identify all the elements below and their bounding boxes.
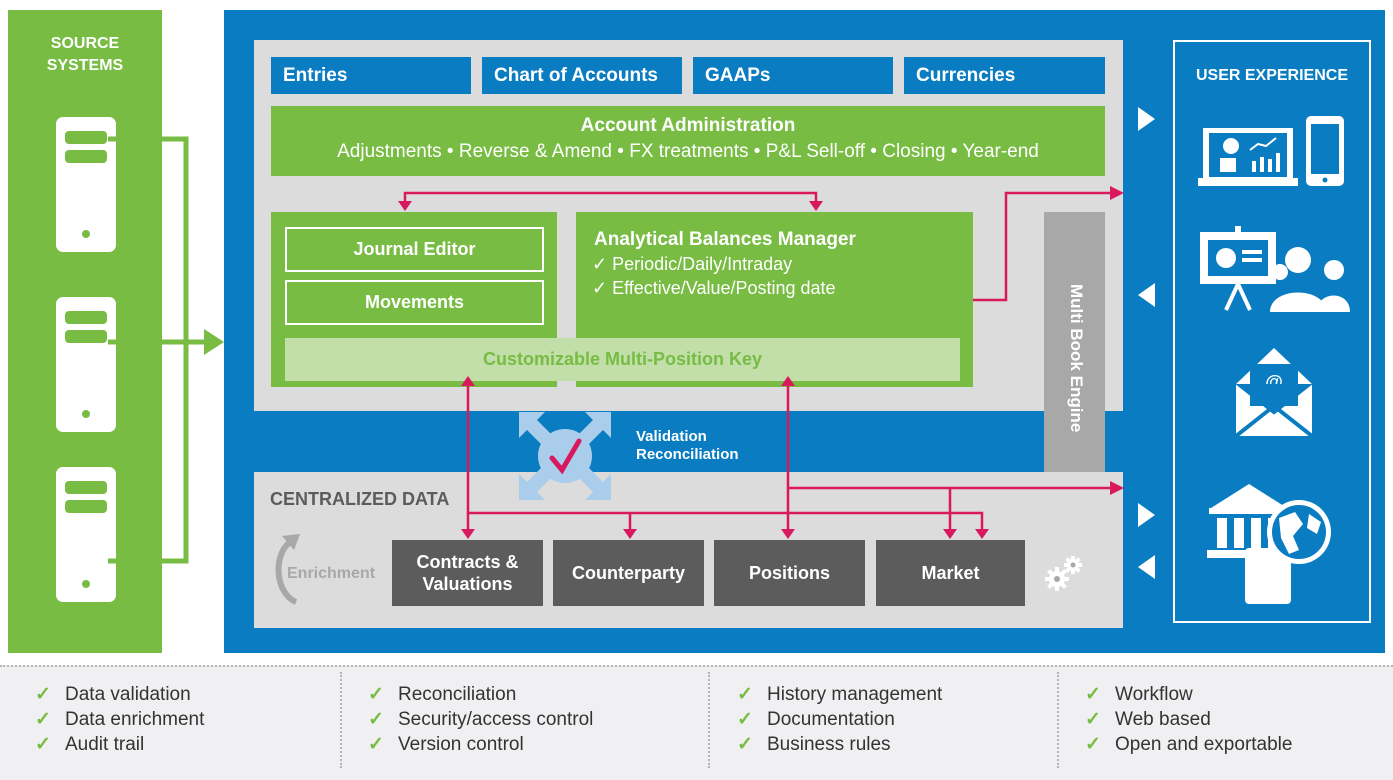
arrow-left-icon <box>1138 555 1155 579</box>
feature-item: ✓Version control <box>368 734 524 755</box>
features-strip <box>0 665 1393 780</box>
counterparty-box: Counterparty <box>553 540 704 606</box>
feature-column-4: ✓Workflow ✓Web based ✓Open and exportabl… <box>1085 682 1292 757</box>
feature-column-3: ✓History management ✓Documentation ✓Busi… <box>737 682 942 757</box>
arrow-right-icon <box>1138 107 1155 131</box>
feature-item: ✓Web based <box>1085 709 1211 730</box>
analytical-balances-title: Analytical Balances Manager <box>594 229 856 250</box>
movements-box: Movements <box>285 280 544 325</box>
positions-box: Positions <box>714 540 865 606</box>
account-administration-box: Account Administration Adjustments • Rev… <box>271 106 1105 176</box>
market-box: Market <box>876 540 1025 606</box>
feature-item: ✓Open and exportable <box>1085 734 1293 755</box>
chart-of-accounts-box: Chart of Accounts <box>482 57 682 94</box>
enrichment-label: Enrichment <box>287 565 376 582</box>
bank-globe-icon <box>1207 484 1331 604</box>
server-icon <box>56 467 116 602</box>
user-experience-title: USER EXPERIENCE <box>1195 67 1349 84</box>
validation-icon <box>519 412 611 500</box>
gears-icon <box>1045 556 1082 591</box>
presentation-icon <box>1200 226 1350 312</box>
feature-divider <box>340 672 342 768</box>
account-administration-subtitle: Adjustments • Reverse & Amend • FX treat… <box>337 141 1039 162</box>
source-systems-panel: SOURCE SYSTEMS <box>8 10 162 653</box>
multi-book-engine-label: Multi Book Engine <box>1067 284 1086 433</box>
analytical-balances-line2: ✓ Effective/Value/Posting date <box>592 278 836 298</box>
source-connector <box>108 136 224 564</box>
server-icon <box>56 117 116 252</box>
feature-item: ✓Documentation <box>737 709 895 730</box>
user-experience-panel: USER EXPERIENCE <box>1173 40 1371 623</box>
feature-column-1: ✓Data validation ✓Data enrichment ✓Audit… <box>35 682 204 757</box>
feature-item: ✓History management <box>737 684 943 705</box>
source-systems-title: SOURCE SYSTEMS <box>46 35 124 74</box>
email-icon: @ <box>1236 348 1312 438</box>
feature-column-2: ✓Reconciliation ✓Security/access control… <box>368 682 593 757</box>
feature-item: ✓Data validation <box>35 684 191 705</box>
journal-editor-box: Journal Editor <box>285 227 544 272</box>
entries-box: Entries <box>271 57 471 94</box>
validation-label: Validation Reconciliation <box>636 428 739 463</box>
account-administration-title: Account Administration <box>580 115 796 136</box>
feature-item: ✓Business rules <box>737 734 891 755</box>
feature-item: ✓Security/access control <box>368 709 594 730</box>
arrow-left-icon <box>1138 283 1155 307</box>
feature-divider <box>708 672 710 768</box>
position-key-bar: Customizable Multi-Position Key <box>285 338 960 381</box>
laptop-phone-icon <box>1198 116 1344 186</box>
feature-item: ✓Audit trail <box>35 734 145 755</box>
server-icon <box>56 297 116 432</box>
contracts-valuations-box: Contracts & Valuations <box>392 540 543 606</box>
feature-divider <box>1057 672 1059 768</box>
gaaps-box: GAAPs <box>693 57 893 94</box>
feature-item: ✓Data enrichment <box>35 709 205 730</box>
currencies-box: Currencies <box>904 57 1105 94</box>
arrow-right-icon <box>1138 503 1155 527</box>
feature-item: ✓Reconciliation <box>368 684 517 705</box>
analytical-balances-line1: ✓ Periodic/Daily/Intraday <box>592 254 793 274</box>
enrichment-arrow-icon <box>275 534 300 605</box>
centralized-data-title: CENTRALIZED DATA <box>270 489 450 509</box>
feature-item: ✓Workflow <box>1085 684 1193 705</box>
